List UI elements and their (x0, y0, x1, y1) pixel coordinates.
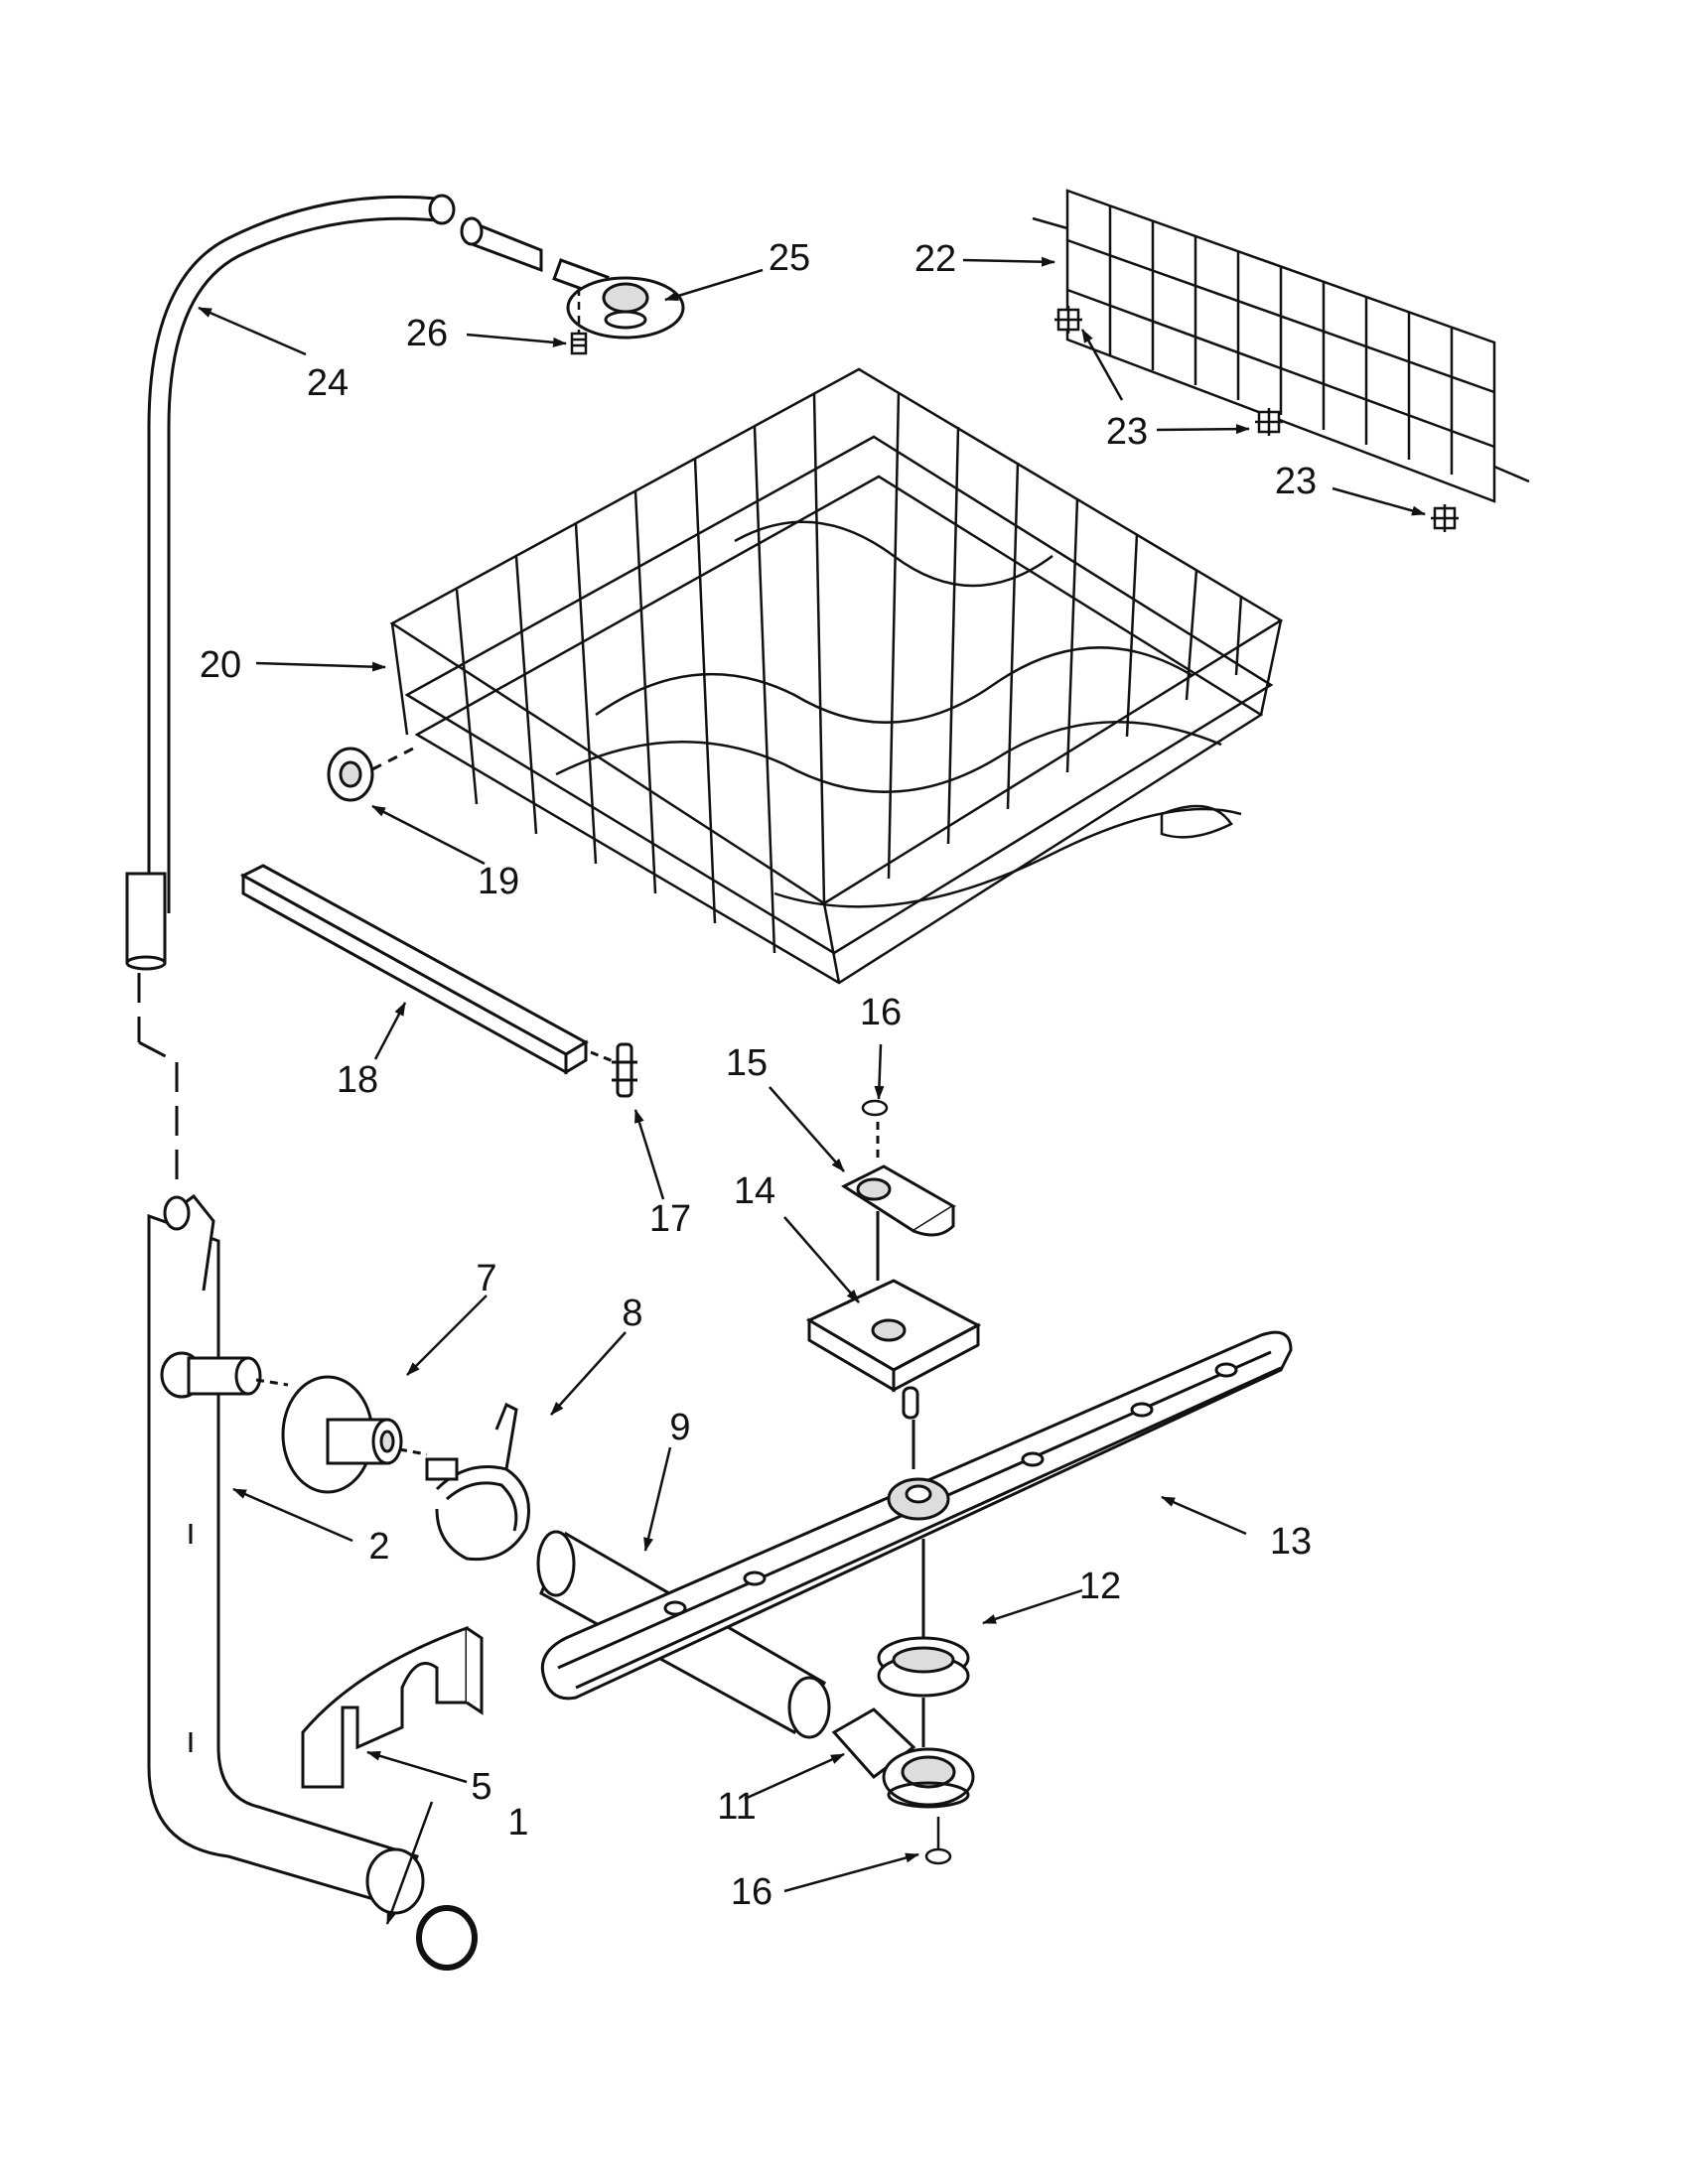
leader-arrows (198, 256, 1426, 1925)
label-part-9: 9 (669, 1407, 690, 1448)
label-part-23-a: 23 (1106, 411, 1148, 453)
label-part-5: 5 (471, 1766, 491, 1808)
label-part-11: 11 (717, 1786, 756, 1828)
part-12-seal-ring (879, 1539, 968, 1747)
part-17-rail-stop (612, 1044, 637, 1096)
label-part-19: 19 (478, 861, 519, 902)
part-7-seal (283, 1377, 427, 1492)
clip-a (1054, 306, 1082, 334)
part-8-clamp (427, 1405, 529, 1560)
label-part-25: 25 (769, 237, 810, 279)
part-11-hub (834, 1709, 973, 1807)
label-part-7: 7 (476, 1258, 496, 1299)
label-part-24: 24 (307, 362, 349, 404)
label-part-8: 8 (622, 1293, 642, 1334)
clip-b (1255, 408, 1283, 436)
label-part-17: 17 (649, 1198, 691, 1240)
part-25-spray-nozzle (462, 218, 683, 338)
part-26-screw (572, 288, 586, 353)
part-5-bracket (303, 1628, 482, 1787)
label-part-18: 18 (337, 1059, 378, 1101)
label-part-15: 15 (726, 1042, 768, 1084)
part-14-mount-bracket (809, 1281, 978, 1418)
label-part-22: 22 (914, 238, 956, 280)
part-19-rack-wheel (329, 747, 417, 800)
part-24-supply-tube (127, 196, 454, 1191)
label-part-12: 12 (1079, 1566, 1121, 1607)
callout-labels: 1 2 5 7 8 9 11 12 13 14 15 16 16 17 18 1… (200, 237, 1317, 1913)
part-22-grid-panel (1033, 191, 1529, 501)
part-1-o-ring (419, 1908, 475, 1968)
part-20-dish-rack (392, 369, 1281, 983)
label-part-1: 1 (507, 1802, 528, 1843)
label-part-13: 13 (1270, 1521, 1312, 1563)
label-part-2: 2 (368, 1526, 389, 1568)
label-part-14: 14 (734, 1170, 775, 1212)
label-part-23-b: 23 (1275, 461, 1317, 502)
part-2-manifold-tube (149, 1196, 423, 1913)
part-18-rack-rail (243, 866, 616, 1072)
label-part-16-top: 16 (860, 992, 902, 1033)
part-13-spray-arm (542, 1332, 1291, 1699)
part-15-arm-cap (844, 1122, 953, 1469)
label-part-20: 20 (200, 644, 241, 686)
label-part-16-bottom: 16 (731, 1871, 772, 1913)
part-23-clips (1054, 306, 1459, 532)
label-part-26: 26 (406, 313, 448, 354)
clip-c (1431, 504, 1459, 532)
part-16-screws (863, 1101, 950, 1863)
